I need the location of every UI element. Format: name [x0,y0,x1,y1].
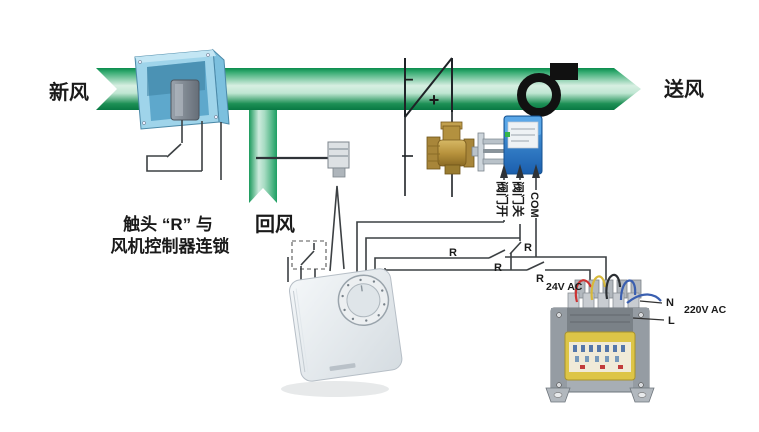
live-label: L [668,315,675,327]
damper-wiring [146,120,222,180]
duct-temperature-sensor [256,141,350,272]
relay-contact-switch [166,143,182,158]
valve-wire-arrows [500,164,540,178]
thermostat-brand-mark [329,363,356,371]
voltage-220v-label: 220V AC [684,304,727,316]
thermostat-dial [337,274,390,326]
main-duct [96,68,641,110]
interlock-note-line1: 触头 “R” 与 [122,214,213,234]
interlock-note-line2: 风机控制器连锁 [111,236,230,256]
filter-plus-label: + [429,90,440,110]
transformer [545,274,665,403]
transformer-lead-wires [574,274,662,304]
relay-r-label-2: R [524,242,532,254]
relay-contact-switch [300,250,315,266]
return-air-label: 回风 [255,213,295,236]
relay-r-label-1: R [449,247,457,259]
relay-contact-switch [509,241,522,255]
wiring-diagram [356,176,607,286]
fresh-air-damper [134,48,230,130]
relay-contact-switch [526,261,545,271]
control-valve [426,121,481,175]
room-thermostat [289,268,403,382]
thermostat-shadow [281,381,389,397]
com-label: COM [528,192,540,218]
valve-close-label: 阀门关 [511,181,526,217]
label-mask [513,180,527,224]
return-duct [249,106,277,203]
filter-minus-label: − [404,72,413,89]
voltage-24v-label: 24V AC [546,281,583,293]
relay-r-label-3: R [494,262,502,274]
interlock-dashed-box [287,240,327,282]
label-mask [497,180,511,220]
valve-linkage [477,132,507,172]
neutral-label: N [666,297,674,309]
label-mask [529,190,542,218]
coil-filter-symbol [402,57,453,197]
coil-band-marks [573,345,625,369]
fresh-air-label: 新风 [49,80,89,104]
supply-air-label: 送风 [664,77,704,101]
damper-actuator [170,79,200,121]
relay-contact-switch [488,249,506,259]
relay-r-label-4: R [536,273,544,285]
valve-actuator [503,115,543,175]
valve-open-label: 阀门开 [495,181,510,217]
supply-fan-icon [517,63,578,117]
